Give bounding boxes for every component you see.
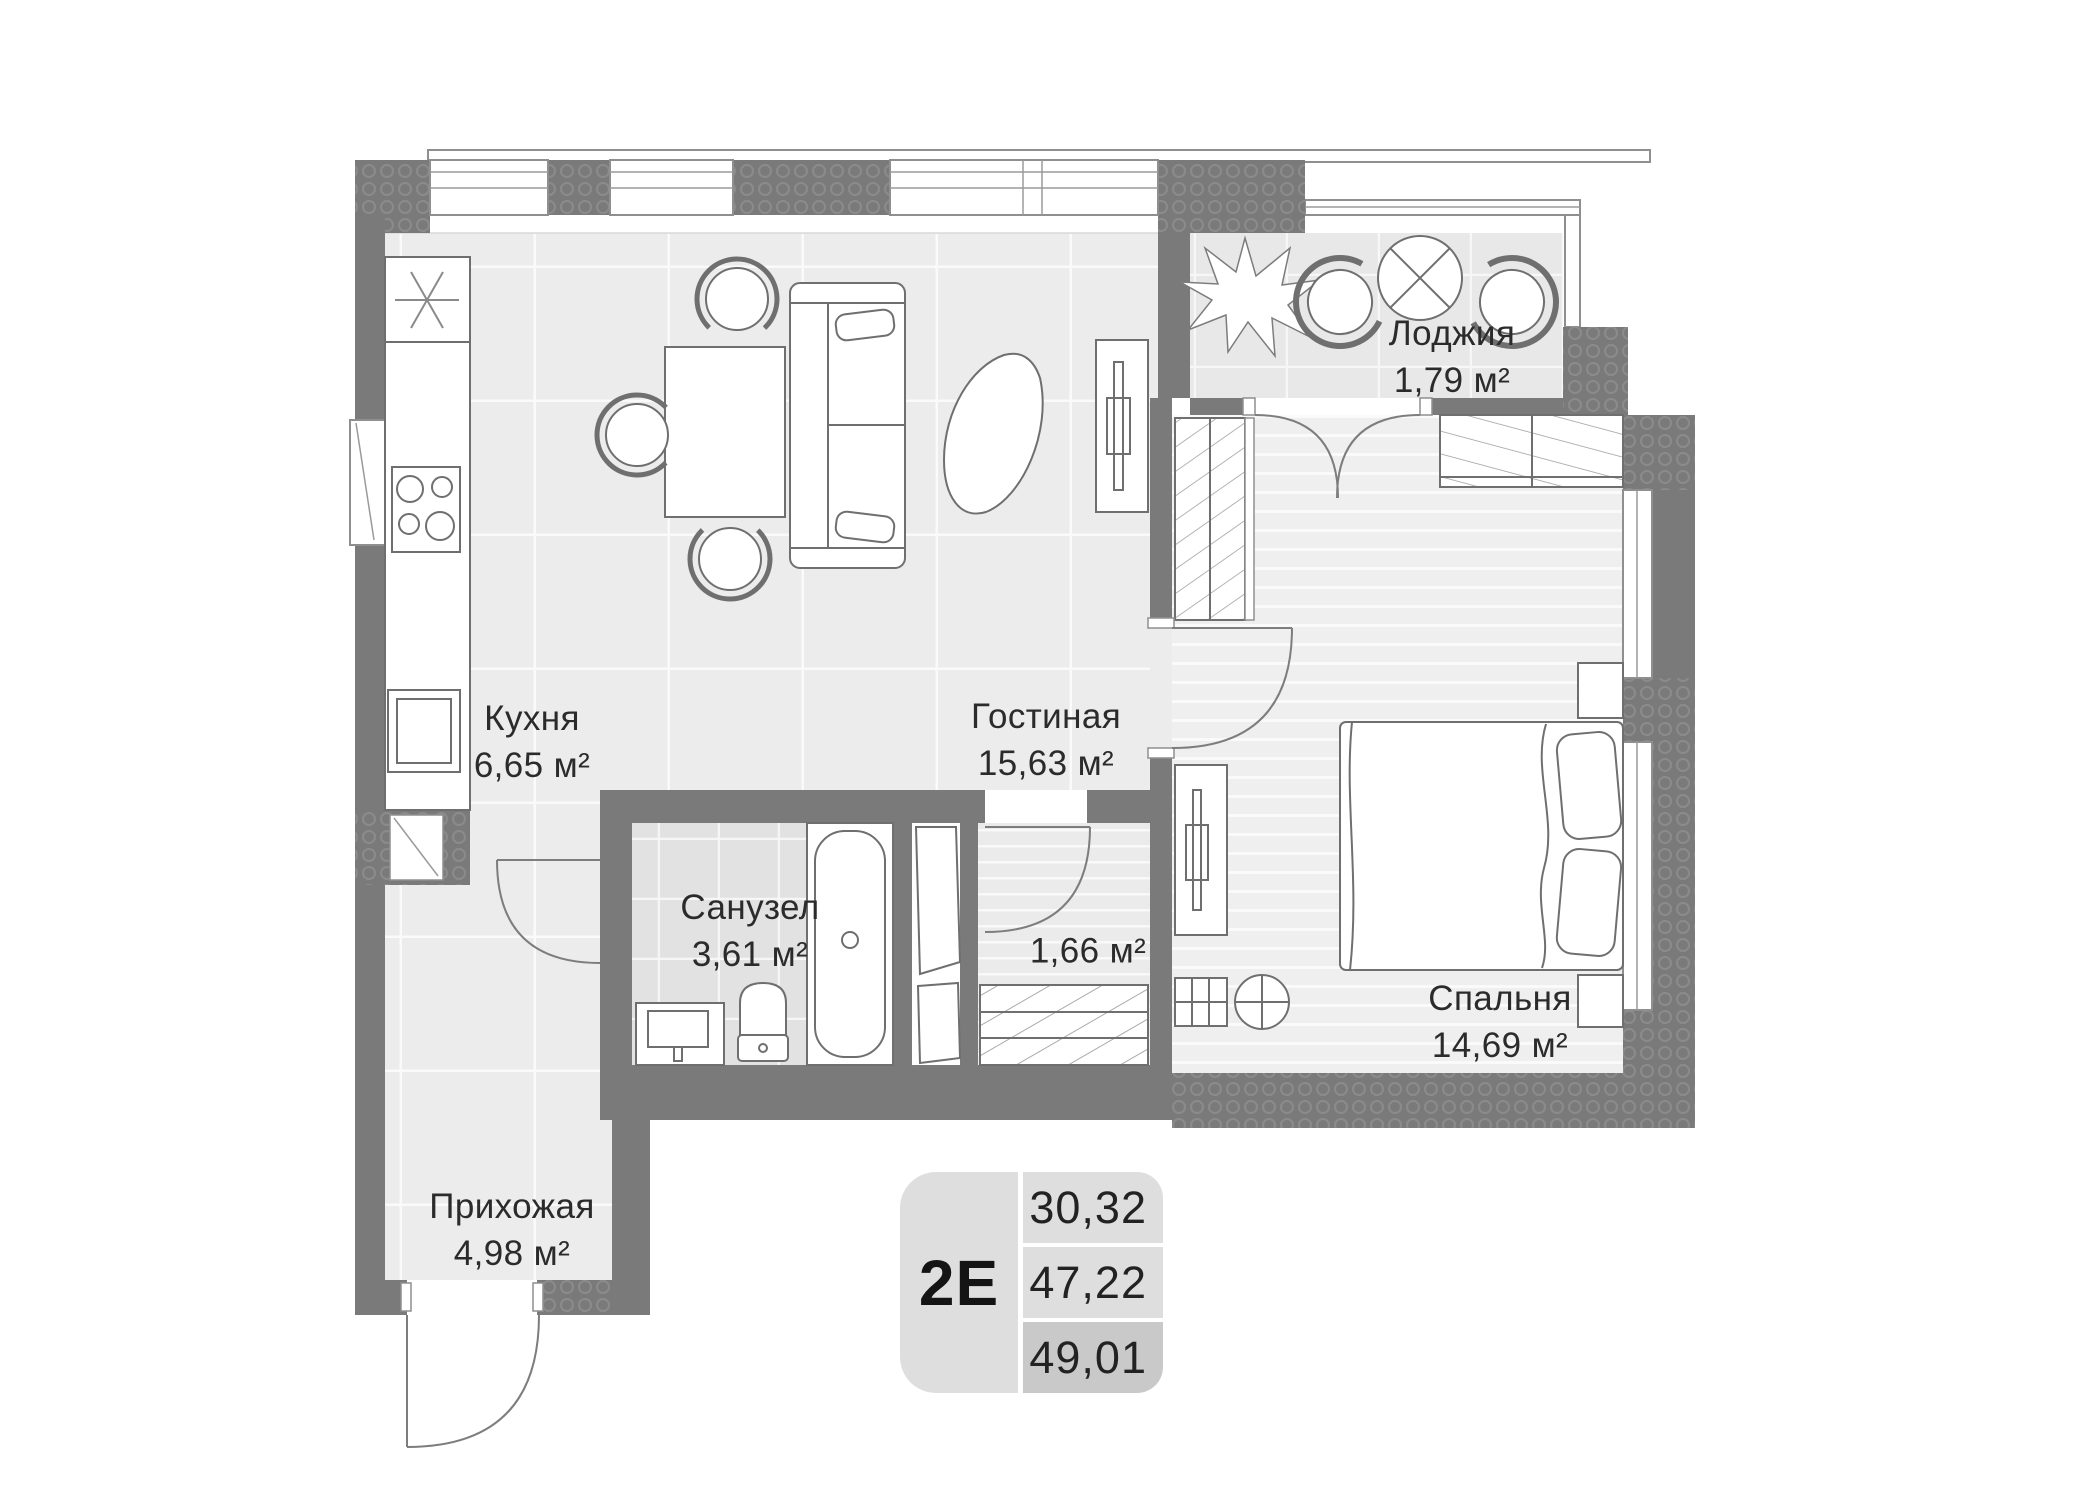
legend-value-3: 49,01 <box>1023 1322 1163 1393</box>
wall-right-band <box>1652 490 1695 678</box>
wall-bedroom-left <box>1150 398 1172 628</box>
window-left <box>349 419 386 546</box>
bathroom-fixtures <box>635 822 962 1066</box>
bed <box>1339 721 1624 971</box>
bedroom-door-gap <box>1150 628 1172 748</box>
stove <box>391 466 461 553</box>
kitchen-sink <box>387 689 461 773</box>
dining-table <box>664 346 786 518</box>
toilet <box>737 981 789 1062</box>
loggia-furniture <box>1179 235 1559 359</box>
room-area: 1,79 м² <box>1393 361 1511 400</box>
unit-type-badge: 2E <box>900 1172 1018 1393</box>
dresser-tv <box>1174 764 1228 936</box>
rug <box>942 352 1044 515</box>
room-area: 1,66 м² <box>1029 931 1147 971</box>
sofa-pillow <box>834 308 896 342</box>
chair <box>594 392 680 478</box>
kitchen-door <box>496 859 601 964</box>
loggia-chair <box>1293 255 1387 349</box>
legend-value-2: 47,22 <box>1023 1247 1163 1318</box>
room-label-loggia: Лоджия 1,79 м² <box>1389 310 1515 405</box>
bedroom-furniture <box>1174 414 1624 1030</box>
drawer-unit <box>1174 977 1228 1027</box>
tv-console <box>1095 339 1149 513</box>
room-area: 6,65 м² <box>473 746 591 785</box>
fridge-icon <box>395 271 459 329</box>
room-label-closet: 1,66 м² <box>1030 927 1146 974</box>
sofa <box>789 282 906 569</box>
closet-shelving <box>979 984 1149 1066</box>
wall-loggia-left <box>1158 233 1190 398</box>
wall-entrance-left <box>355 1280 407 1315</box>
wall-right-top <box>1623 415 1695 490</box>
room-area: 15,63 м² <box>977 744 1115 783</box>
legend-value-1: 30,32 <box>1023 1172 1163 1243</box>
plant-icon <box>1179 235 1323 359</box>
room-area: 3,61 м² <box>691 935 809 974</box>
walls <box>355 160 1695 1315</box>
wall-loggia-bottom <box>1190 398 1255 415</box>
room-area: 4,98 м² <box>453 1234 571 1273</box>
room-name: Кухня <box>484 698 580 738</box>
door-leaf-open <box>916 981 962 1065</box>
wall-left <box>355 215 385 420</box>
room-label-bedroom: Спальня 14,69 м² <box>1428 975 1571 1070</box>
bedroom-door <box>1147 617 1293 759</box>
doors <box>400 397 1433 1448</box>
wall-loggia-right-corner <box>1563 327 1628 415</box>
kitchen-fixtures <box>384 256 471 811</box>
room-name: Гостиная <box>970 696 1122 736</box>
wall-bedroom-bottom <box>1172 1073 1695 1128</box>
bathroom-sink <box>635 1002 725 1066</box>
entrance-door <box>400 1282 544 1448</box>
room-name: Санузел <box>680 887 820 927</box>
tv-icon <box>1113 361 1124 491</box>
windows <box>349 159 1653 1011</box>
room-label-bathroom: Санузел 3,61 м² <box>680 884 819 979</box>
sofa-pillow <box>834 510 896 544</box>
wardrobe-top <box>1439 414 1624 488</box>
chair <box>694 256 780 342</box>
room-area: 14,69 м² <box>1431 1026 1569 1065</box>
closet-door <box>984 826 1091 933</box>
wall-bottom-center <box>600 1065 1172 1120</box>
dining-set <box>594 256 786 602</box>
room-name: Прихожая <box>429 1186 595 1226</box>
loggia-chair <box>1465 255 1559 349</box>
wall-hallway-right <box>612 1110 650 1315</box>
loggia-table <box>1377 235 1463 321</box>
loggia-glazing-right <box>1564 214 1581 328</box>
window-sill <box>385 215 1158 233</box>
unit-areas: 30,32 47,22 49,01 <box>1023 1172 1163 1393</box>
unit-legend: 2E 30,32 47,22 49,01 <box>900 1172 1163 1393</box>
wardrobe-tall <box>1174 417 1255 621</box>
nightstand <box>1577 974 1624 1028</box>
room-label-hallway: Прихожая 4,98 м² <box>429 1183 594 1278</box>
bathtub <box>806 822 894 1066</box>
wall-living-bottom <box>600 790 985 823</box>
door-leaf-open <box>914 826 962 976</box>
loggia-double-door <box>1242 397 1433 499</box>
room-name: Спальня <box>1428 978 1572 1018</box>
stool <box>1234 974 1290 1030</box>
room-label-living-room: Гостиная 15,63 м² <box>971 693 1121 788</box>
glazing <box>385 149 1651 328</box>
room-name: Лоджия <box>1388 313 1516 353</box>
wall-bathroom-left <box>600 823 632 1065</box>
pillow <box>1555 731 1623 840</box>
pillow <box>1555 848 1623 957</box>
room-label-kitchen: Кухня 6,65 м² <box>474 695 590 790</box>
nightstand <box>1577 662 1624 719</box>
